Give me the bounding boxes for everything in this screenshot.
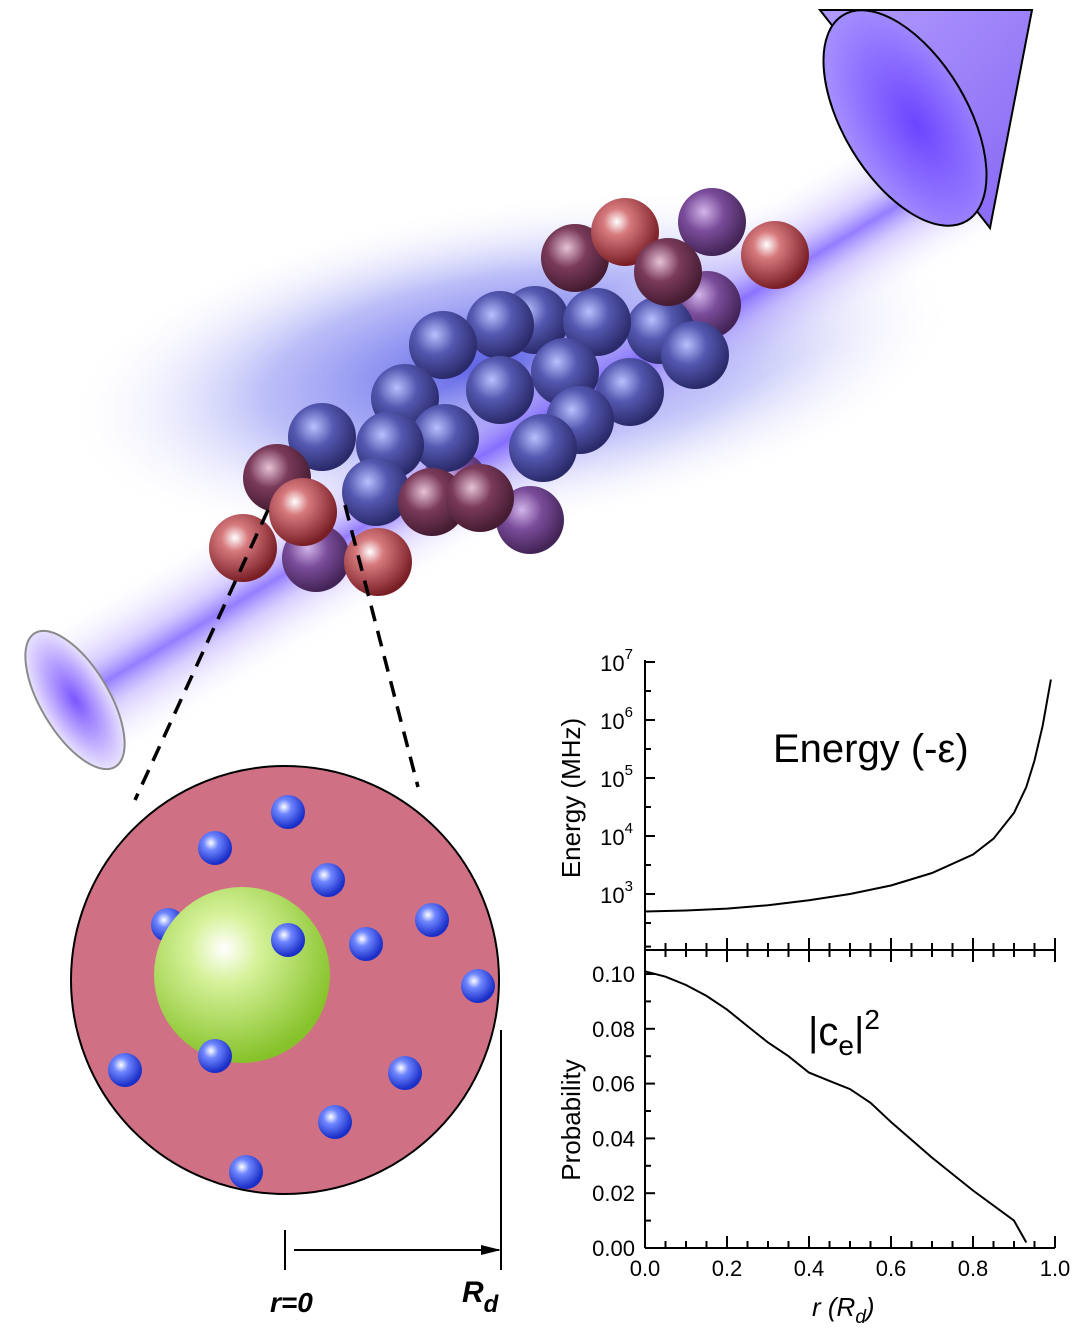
electron	[349, 927, 383, 961]
electron	[271, 795, 305, 829]
electron	[311, 863, 345, 897]
electron-group-front	[198, 923, 305, 1073]
atom	[288, 403, 356, 471]
prob-y-ticks: 0.00 0.02 0.04 0.06 0.08 0.10	[592, 945, 655, 1261]
energy-y-tick-label: 106	[600, 704, 633, 734]
atom	[741, 221, 809, 289]
prob-x-tick-label: 0.0	[630, 1256, 661, 1281]
prob-y-tick-label: 0.06	[592, 1072, 635, 1097]
electron	[198, 831, 232, 865]
electron	[271, 923, 305, 957]
ion-core	[154, 887, 330, 1063]
atom	[591, 198, 659, 266]
atom	[509, 414, 577, 482]
atom	[209, 514, 277, 582]
energy-y-label: Energy (MHz)	[556, 718, 586, 878]
probability-chart: 0.00 0.02 0.04 0.06 0.08 0.10 0.0 0.2 0.4 0.6 0.8…	[556, 945, 1071, 1328]
atom	[342, 458, 410, 526]
atom	[661, 321, 729, 389]
droplet-zoom: r=0 Rd	[70, 765, 502, 1318]
electron	[415, 903, 449, 937]
atom	[409, 311, 477, 379]
atom	[563, 288, 631, 356]
energy-y-tick-label: 105	[600, 762, 633, 792]
atom	[269, 478, 337, 546]
probability-curve	[644, 970, 1028, 1243]
atom	[466, 291, 534, 359]
prob-y-tick-label: 0.10	[592, 962, 635, 987]
zoom-guide-right	[343, 504, 420, 788]
energy-annotation: Energy (-ε)	[773, 727, 969, 771]
electron	[318, 1105, 352, 1139]
atom	[411, 404, 479, 472]
prob-y-tick-label: 0.02	[592, 1181, 635, 1206]
energy-y-ticks: 103 104 105 106 107	[600, 646, 655, 924]
atom-cluster	[209, 188, 809, 596]
electron	[108, 1053, 142, 1087]
prob-x-tick-label: 0.6	[876, 1256, 907, 1281]
prob-x-tick-label: 1.0	[1040, 1256, 1071, 1281]
energy-y-tick-label: 107	[600, 646, 633, 676]
prob-y-tick-label: 0.04	[592, 1126, 635, 1151]
prob-x-label: r (Rd)	[812, 1292, 875, 1328]
atom	[678, 188, 746, 256]
electron	[229, 1155, 263, 1189]
zoom-guide-left	[133, 509, 270, 801]
energy-chart: 103 104 105 106 107 Energy (-ε) Energy (MHz)	[556, 646, 1056, 951]
electron	[388, 1056, 422, 1090]
rydberg-illustration	[24, 9, 1034, 801]
r-zero-label: r=0	[270, 1287, 313, 1318]
atom	[466, 356, 534, 424]
probability-annotation: |ce|2	[808, 1004, 880, 1061]
beam-entrance-aperture	[24, 629, 126, 771]
atom	[344, 528, 412, 596]
rd-label: Rd	[462, 1276, 500, 1318]
electron	[198, 1039, 232, 1073]
atom	[596, 358, 664, 426]
detector-cone	[817, 9, 1034, 231]
prob-y-tick-label: 0.08	[592, 1017, 635, 1042]
energy-y-tick-label: 104	[600, 820, 633, 850]
prob-x-tick-label: 0.8	[958, 1256, 989, 1281]
prob-x-tick-label: 0.4	[794, 1256, 825, 1281]
prob-y-label: Probability	[556, 1059, 586, 1180]
electron	[461, 969, 495, 1003]
energy-curve	[644, 679, 1052, 913]
prob-x-tick-label: 0.2	[712, 1256, 743, 1281]
atom	[634, 238, 702, 306]
energy-x-ticks	[644, 938, 1056, 950]
prob-y-tick-label: 0.00	[592, 1236, 635, 1261]
energy-y-tick-label: 103	[600, 878, 633, 908]
atom	[541, 224, 609, 292]
atom	[446, 464, 514, 532]
prob-x-ticks: 0.0 0.2 0.4 0.6 0.8 1.0	[630, 950, 1071, 1281]
